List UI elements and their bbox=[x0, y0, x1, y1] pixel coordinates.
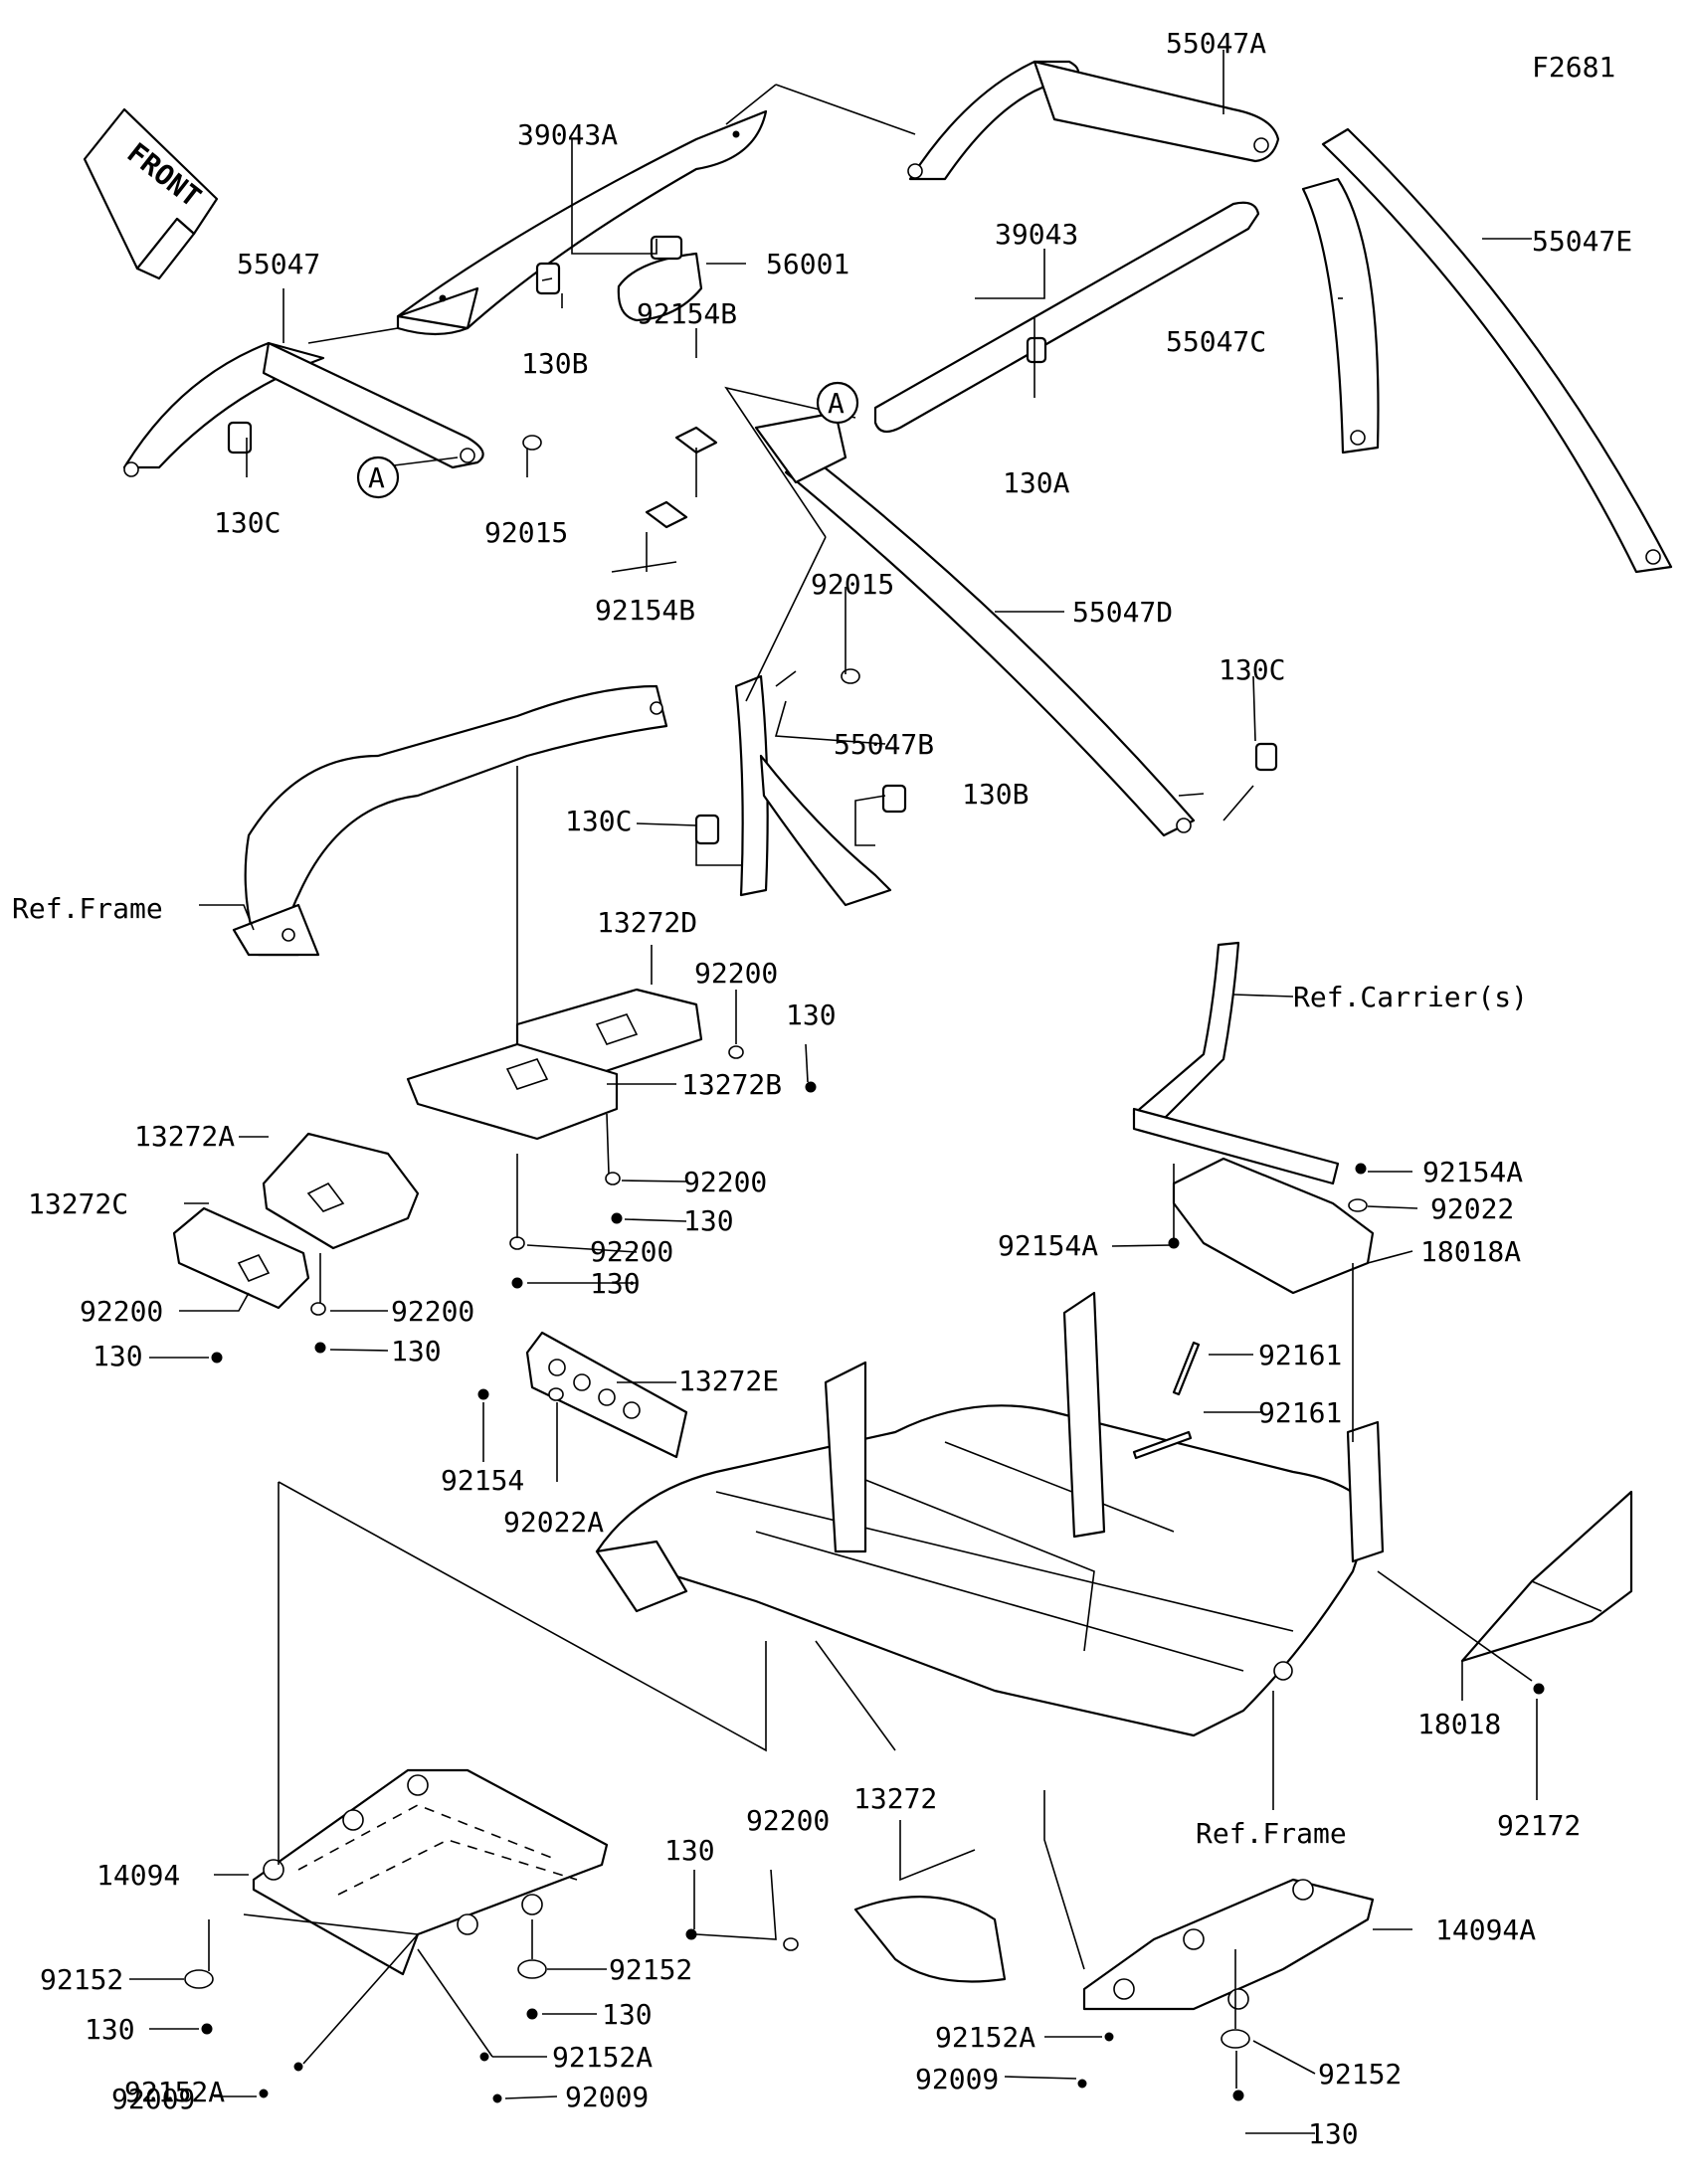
front-direction-badge: FRONT bbox=[83, 107, 219, 280]
label-130A: 130A bbox=[1003, 466, 1070, 499]
label-92009-a: 92009 bbox=[111, 2083, 195, 2115]
label-55047E: 55047E bbox=[1532, 225, 1632, 258]
label-130-d: 130 bbox=[93, 1340, 143, 1372]
part-56001 bbox=[617, 235, 703, 322]
label-130-c: 130 bbox=[590, 1267, 641, 1300]
label-ref-carrier: Ref.Carrier(s) bbox=[1293, 981, 1528, 1013]
label-92152-b: 92152 bbox=[609, 1953, 692, 1986]
part-13272E bbox=[525, 1331, 688, 1459]
label-92152A-c: 92152A bbox=[935, 2021, 1035, 2054]
part-55047 bbox=[122, 341, 484, 477]
callout-A-left-text: A bbox=[368, 461, 385, 494]
label-92152-c: 92152 bbox=[1318, 2058, 1402, 2091]
part-18018 bbox=[1460, 1490, 1633, 1663]
label-13272: 13272 bbox=[853, 1782, 937, 1815]
label-92152A-a: 92152A bbox=[124, 2076, 225, 2108]
label-92200-b: 92200 bbox=[683, 1166, 767, 1198]
part-55047E bbox=[1321, 127, 1673, 574]
label-130-b: 130 bbox=[683, 1204, 734, 1237]
label-92154A-b: 92154A bbox=[998, 1229, 1098, 1262]
part-13272B bbox=[406, 1042, 619, 1141]
label-92152-a: 92152 bbox=[40, 1963, 123, 1996]
label-130-i: 130 bbox=[1308, 2117, 1359, 2150]
label-130C-a: 130C bbox=[214, 506, 281, 539]
label-55047A: 55047A bbox=[1166, 27, 1266, 60]
label-13272C: 13272C bbox=[28, 1187, 128, 1220]
label-13272E: 13272E bbox=[678, 1365, 779, 1397]
label-92161-a: 92161 bbox=[1258, 1339, 1342, 1371]
label-55047B: 55047B bbox=[834, 728, 934, 761]
label-55047: 55047 bbox=[237, 248, 320, 280]
label-92154B-b: 92154B bbox=[595, 594, 695, 627]
part-18018A bbox=[1172, 1157, 1375, 1295]
label-92161-b: 92161 bbox=[1258, 1396, 1342, 1429]
label-39043: 39043 bbox=[995, 218, 1078, 251]
part-13272C bbox=[172, 1206, 310, 1310]
part-14094A bbox=[1082, 1878, 1375, 2011]
label-130-e: 130 bbox=[391, 1335, 442, 1367]
part-14094 bbox=[252, 1768, 609, 1976]
label-18018A: 18018A bbox=[1420, 1235, 1521, 1268]
label-92154A-a: 92154A bbox=[1422, 1156, 1523, 1188]
label-130B-a: 130B bbox=[521, 347, 588, 380]
part-92161 bbox=[1132, 1341, 1201, 1460]
label-ref-frame-b: Ref.Frame bbox=[1196, 1817, 1347, 1850]
callout-A-left: A bbox=[356, 455, 400, 499]
label-39043A: 39043A bbox=[517, 118, 618, 151]
leader-lines bbox=[129, 50, 1538, 2134]
part-labels: F2681 55047A 39043A 55047 56001 130B 390… bbox=[12, 27, 1632, 2150]
label-55047C: 55047C bbox=[1166, 325, 1266, 358]
label-130C-c: 130C bbox=[565, 805, 632, 837]
label-130-g: 130 bbox=[85, 2013, 135, 2046]
label-92022A: 92022A bbox=[503, 1506, 604, 1539]
label-92022: 92022 bbox=[1430, 1192, 1514, 1225]
label-55047D: 55047D bbox=[1072, 596, 1173, 629]
label-92200-a: 92200 bbox=[694, 957, 778, 990]
callout-A-right-text: A bbox=[828, 387, 845, 420]
label-92015-a: 92015 bbox=[484, 516, 568, 549]
ref-frame-main bbox=[595, 1291, 1385, 1737]
label-92154B-a: 92154B bbox=[637, 297, 737, 330]
part-55047B bbox=[734, 674, 892, 907]
label-18018: 18018 bbox=[1417, 1708, 1501, 1740]
label-92152A-b: 92152A bbox=[552, 2041, 653, 2074]
label-130-a: 130 bbox=[786, 999, 837, 1031]
part-55047D bbox=[754, 411, 1196, 837]
part-13272 bbox=[853, 1896, 1007, 1983]
hardware-items bbox=[184, 262, 1545, 2103]
label-92015-b: 92015 bbox=[811, 568, 894, 601]
label-92172: 92172 bbox=[1497, 1809, 1581, 1842]
part-13272A bbox=[262, 1132, 420, 1250]
label-130C-b: 130C bbox=[1219, 653, 1285, 686]
callout-A-right: A bbox=[816, 381, 859, 425]
label-92200-e: 92200 bbox=[391, 1295, 474, 1328]
ref-carrier-section bbox=[1132, 941, 1340, 1185]
label-13272D: 13272D bbox=[597, 906, 697, 939]
label-92200-c: 92200 bbox=[590, 1235, 673, 1268]
ref-frame-front-section bbox=[232, 684, 668, 957]
label-92200-f: 92200 bbox=[746, 1804, 830, 1837]
label-92009-c: 92009 bbox=[915, 2063, 999, 2095]
label-130B-b: 130B bbox=[962, 778, 1029, 811]
part-55047C bbox=[1301, 177, 1380, 455]
label-92154: 92154 bbox=[441, 1464, 524, 1497]
label-13272B: 13272B bbox=[681, 1068, 782, 1101]
part-55047A bbox=[907, 60, 1280, 181]
label-14094A: 14094A bbox=[1435, 1913, 1536, 1946]
label-14094: 14094 bbox=[96, 1859, 180, 1892]
label-130-f: 130 bbox=[664, 1834, 715, 1867]
label-130-h: 130 bbox=[602, 1998, 653, 2031]
part-39043A bbox=[396, 109, 768, 336]
label-92200-d: 92200 bbox=[80, 1295, 163, 1328]
label-13272A: 13272A bbox=[134, 1120, 235, 1153]
label-56001: 56001 bbox=[766, 248, 849, 280]
part-39043 bbox=[873, 201, 1260, 434]
label-92009-b: 92009 bbox=[565, 2081, 649, 2113]
diagram-id: F2681 bbox=[1532, 51, 1615, 84]
label-ref-frame-a: Ref.Frame bbox=[12, 892, 163, 925]
